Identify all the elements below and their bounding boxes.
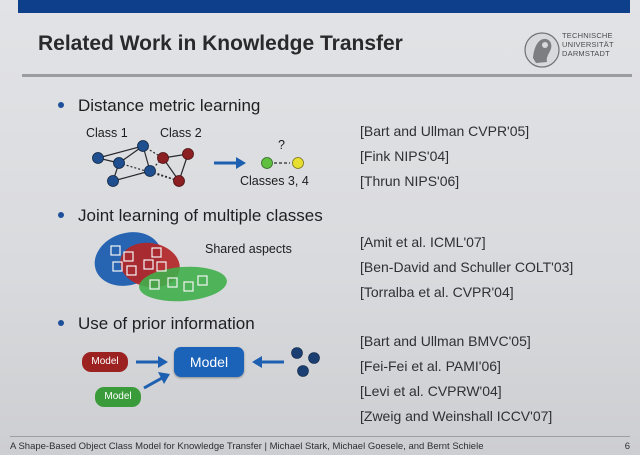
logo-line: TECHNISCHE: [562, 31, 613, 40]
bullet-text: Distance metric learning: [78, 96, 261, 115]
shared-aspects-label: Shared aspects: [205, 242, 292, 256]
graph-node: [137, 140, 149, 152]
reference: [Fei-Fei et al. PAMI'06]: [360, 358, 501, 374]
logo-text: TECHNISCHE UNIVERSITÄT DARMSTADT: [562, 31, 622, 58]
arrow-up-right-icon: [143, 372, 170, 390]
bullet-distance-metric: Distance metric learning: [58, 96, 260, 116]
page-number: 6: [624, 441, 630, 452]
arrow-right-icon: [136, 356, 168, 368]
classes34-label: Classes 3, 4: [240, 174, 309, 188]
model-main-box: Model: [174, 347, 244, 377]
graph-node: [107, 175, 119, 187]
top-accent-bar: [18, 0, 630, 13]
graph-node: [182, 148, 194, 160]
arrow-left-icon: [252, 356, 284, 368]
new-class-node-yellow: [292, 157, 304, 169]
reference: [Bart and Ullman CVPR'05]: [360, 123, 530, 139]
reference: [Torralba et al. CVPR'04]: [360, 284, 514, 300]
slide-footer: A Shape-Based Object Class Model for Kno…: [10, 436, 630, 455]
class2-nodes: [157, 148, 194, 187]
reference: [Fink NIPS'04]: [360, 148, 450, 164]
bullet-dot: [58, 211, 64, 218]
graph-node: [92, 152, 104, 164]
university-logo: [524, 32, 560, 68]
reference: [Amit et al. ICML'07]: [360, 234, 486, 250]
logo-line: UNIVERSITÄT: [562, 40, 614, 49]
bullet-dot: [58, 101, 64, 108]
class1-label: Class 1: [86, 126, 128, 140]
graph-node: [113, 157, 125, 169]
model-red-box: Model: [82, 352, 128, 372]
model-green-box: Model: [95, 387, 141, 407]
class1-nodes: [92, 140, 156, 187]
question-mark: ?: [278, 138, 285, 152]
bullet-prior-information: Use of prior information: [58, 314, 255, 334]
reference: [Levi et al. CVPRW'04]: [360, 383, 502, 399]
data-points-cluster: [291, 347, 320, 377]
title-divider: [22, 74, 632, 77]
reference: [Ben-David and Schuller COLT'03]: [360, 259, 574, 275]
bullet-dot: [58, 319, 64, 326]
bullet-joint-learning: Joint learning of multiple classes: [58, 206, 323, 226]
arrow-right-icon: [214, 157, 246, 169]
footer-text: A Shape-Based Object Class Model for Kno…: [10, 441, 484, 452]
graph-node: [157, 152, 169, 164]
graph-node: [173, 175, 185, 187]
reference: [Bart and Ullman BMVC'05]: [360, 333, 531, 349]
bullet-text: Use of prior information: [78, 314, 255, 333]
logo-line: DARMSTADT: [562, 49, 610, 58]
reference: [Thrun NIPS'06]: [360, 173, 460, 189]
new-class-node-green: [261, 157, 273, 169]
class2-label: Class 2: [160, 126, 202, 140]
reference: [Zweig and Weinshall ICCV'07]: [360, 408, 553, 424]
graph-node: [144, 165, 156, 177]
shared-aspects-illustration: [94, 232, 227, 302]
slide-title: Related Work in Knowledge Transfer: [38, 32, 403, 55]
bullet-text: Joint learning of multiple classes: [78, 206, 323, 225]
